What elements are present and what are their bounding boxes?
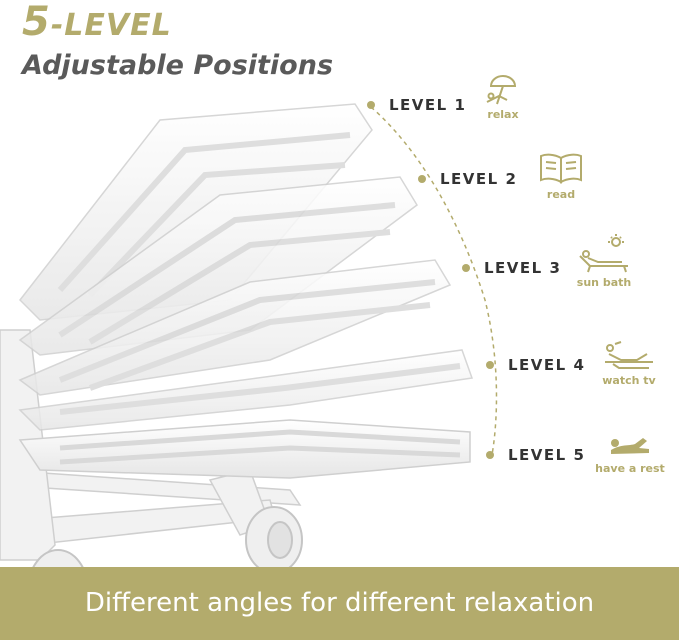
reclining-person-icon — [605, 341, 653, 369]
level-dot — [367, 101, 375, 109]
bottom-banner: Different angles for different relaxatio… — [0, 567, 679, 640]
level-5-label: LEVEL 5 — [508, 446, 586, 464]
level-arc — [370, 106, 498, 456]
level-dot — [418, 175, 426, 183]
level-1-activity-label: relax — [487, 108, 519, 121]
level-5-activity-label: have a rest — [595, 462, 665, 475]
level-3-activity-label: sun bath — [576, 276, 632, 289]
wheel-front — [245, 506, 303, 574]
level-2-activity-label: read — [546, 188, 576, 201]
level-1-label: LEVEL 1 — [389, 96, 467, 114]
headline-number: 5 — [22, 0, 51, 45]
level-2-activity: read — [533, 150, 589, 201]
backrest-level-4 — [18, 349, 474, 431]
level-dot — [462, 264, 470, 272]
seat-level-5 — [18, 419, 471, 479]
level-3-activity: sun bath — [570, 234, 638, 289]
headline: 5-LEVEL — [22, 2, 172, 42]
level-4-activity: watch tv — [596, 340, 662, 387]
level-3-label: LEVEL 3 — [484, 259, 562, 277]
level-2-row: LEVEL 2 — [418, 170, 517, 188]
headline-word: -LEVEL — [50, 8, 172, 43]
level-2-label: LEVEL 2 — [440, 170, 518, 188]
beach-umbrella-icon — [486, 75, 517, 105]
backrest-level-3 — [18, 259, 452, 396]
subheadline: Adjustable Positions — [22, 50, 334, 81]
level-4-row: LEVEL 4 — [486, 356, 585, 374]
level-1-row: LEVEL 1 — [367, 96, 466, 114]
level-3-row: LEVEL 3 — [462, 259, 561, 277]
level-dot — [486, 451, 494, 459]
banner-text: Different angles for different relaxatio… — [84, 588, 595, 618]
sun-lounger-icon — [579, 234, 628, 273]
level-4-activity-label: watch tv — [602, 374, 656, 387]
book-icon — [540, 153, 582, 184]
level-4-label: LEVEL 4 — [508, 356, 586, 374]
level-5-activity: have a rest — [592, 434, 668, 475]
backrest-level-2 — [18, 176, 418, 356]
level-dot — [486, 361, 494, 369]
level-1-activity: relax — [478, 74, 528, 121]
level-5-row: LEVEL 5 — [486, 446, 585, 464]
lying-person-icon — [611, 438, 649, 454]
